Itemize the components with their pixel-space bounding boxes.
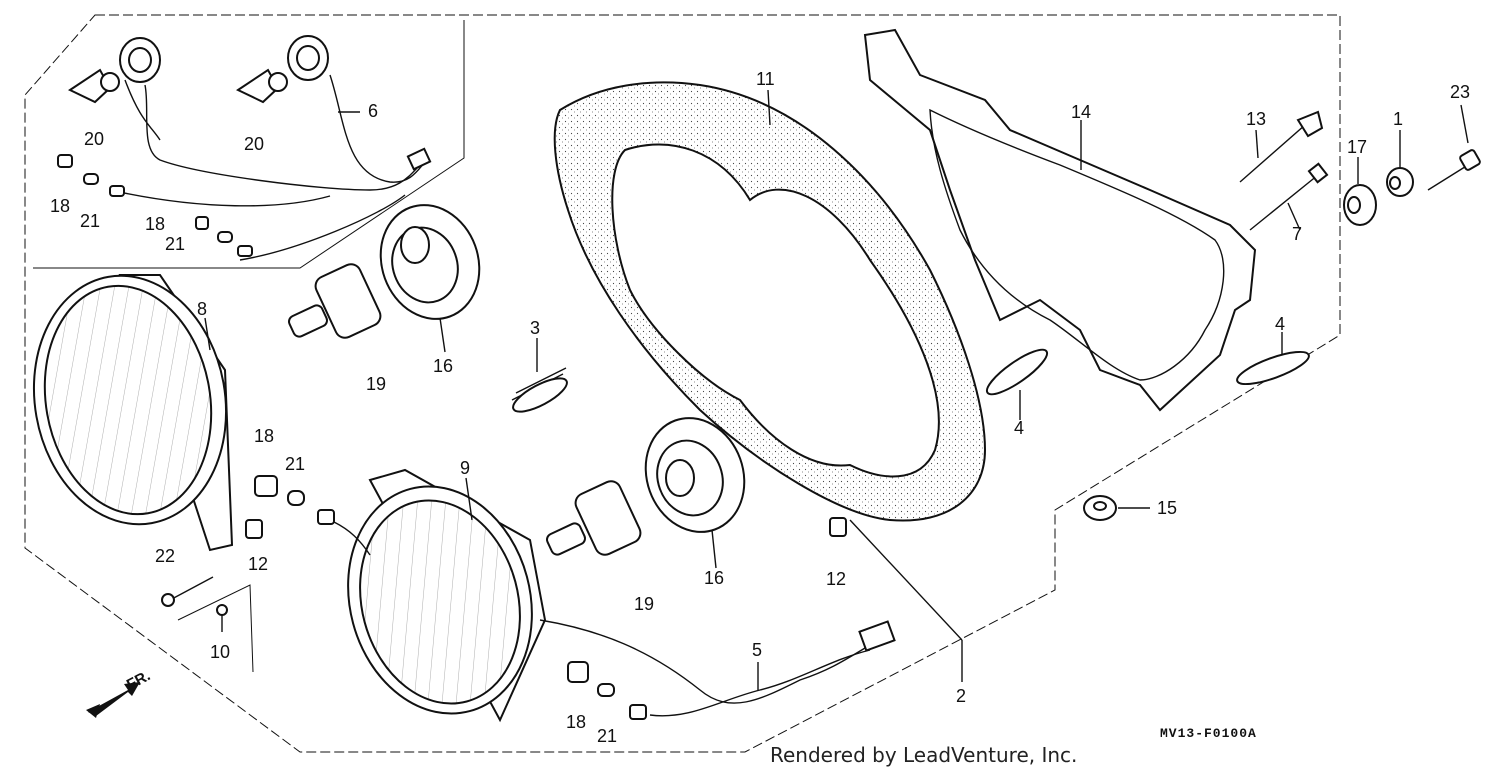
callout-4-center: 4 xyxy=(1014,418,1024,438)
callout-10: 10 xyxy=(210,642,230,662)
turn-signal-socket-left xyxy=(109,37,421,207)
adjust-screw-7 xyxy=(1249,162,1329,231)
callout-1: 1 xyxy=(1393,109,1403,129)
callout-6: 6 xyxy=(368,101,378,121)
socket-bottom xyxy=(629,704,647,720)
dust-cover-16-upper xyxy=(379,204,481,320)
callout-20-right: 20 xyxy=(244,134,264,154)
callout-16-lower: 16 xyxy=(704,568,724,588)
socket-wire-mid xyxy=(333,521,371,556)
assembly-boundary xyxy=(24,14,1341,753)
bolt-23 xyxy=(1427,149,1481,191)
wire-harness-5-b xyxy=(649,649,871,717)
headlight-bulb-19-upper xyxy=(288,263,382,339)
callout-labels: 1 2 3 4 4 5 6 7 8 9 10 11 12 12 13 14 15… xyxy=(50,69,1470,746)
callout-7: 7 xyxy=(1292,224,1302,244)
headlight-unit-9 xyxy=(347,468,547,723)
screw-10 xyxy=(216,604,228,632)
turn-signal-connector xyxy=(406,147,432,171)
bulb-21-mid xyxy=(287,490,305,506)
diagram-code: MV13-F0100A xyxy=(1160,726,1257,741)
callout-21-top-a: 21 xyxy=(80,211,100,231)
callout-21-top-b: 21 xyxy=(165,234,185,254)
grommet-18-top-b xyxy=(195,216,209,230)
clip-12-right xyxy=(829,517,847,537)
turn-signal-bulb-left xyxy=(67,68,120,104)
callout-15: 15 xyxy=(1157,498,1177,518)
callout-20-left: 20 xyxy=(84,129,104,149)
adjust-screw-13 xyxy=(1239,110,1324,183)
bulb-21-bottom xyxy=(597,683,615,697)
callout-9: 9 xyxy=(460,458,470,478)
gasket-inner-opening xyxy=(611,143,940,478)
callout-19-lower: 19 xyxy=(634,594,654,614)
callout-21-bottom: 21 xyxy=(597,726,617,746)
screw-22 xyxy=(161,576,214,607)
front-direction-arrow: FR. xyxy=(86,667,153,718)
callout-17: 17 xyxy=(1347,137,1367,157)
callout-13: 13 xyxy=(1246,109,1266,129)
headlight-bulb-19-lower xyxy=(546,480,642,556)
socket-mid xyxy=(317,509,335,525)
grommet-15 xyxy=(1083,495,1117,521)
callout-19-upper: 19 xyxy=(366,374,386,394)
callout-18-bottom: 18 xyxy=(566,712,586,732)
turn-signal-assembly xyxy=(57,35,432,261)
turn-signal-socket-right xyxy=(239,35,426,261)
callout-8: 8 xyxy=(197,299,207,319)
collar-1 xyxy=(1386,167,1414,197)
callout-22: 22 xyxy=(155,546,175,566)
socket-top-a xyxy=(109,185,125,197)
grommet-18-mid xyxy=(254,475,278,497)
spring-3 xyxy=(511,367,568,413)
grommet-18-bottom xyxy=(567,661,589,683)
callout-2: 2 xyxy=(956,686,966,706)
callout-12-right: 12 xyxy=(826,569,846,589)
headlight-unit-8 xyxy=(32,274,234,552)
turn-signal-bulb-right xyxy=(235,68,288,104)
callout-4-right: 4 xyxy=(1275,314,1285,334)
clip-12-left xyxy=(245,519,263,539)
dust-cover-16-lower xyxy=(644,417,746,533)
callout-12-left: 12 xyxy=(248,554,268,574)
grommet-18-top-a xyxy=(57,154,73,168)
bulb-21-top-a xyxy=(83,173,99,185)
grommet-17 xyxy=(1343,184,1377,226)
callout-18-top-a: 18 xyxy=(50,196,70,216)
callout-5: 5 xyxy=(752,640,762,660)
turn-signal-inset-border xyxy=(33,20,465,269)
bulb-21-top-b xyxy=(217,231,233,243)
rendered-credit: Rendered by LeadVenture, Inc. xyxy=(770,743,1077,767)
spring-4-center xyxy=(985,348,1049,396)
callout-11: 11 xyxy=(756,69,775,89)
callout-18-top-b: 18 xyxy=(145,214,165,234)
harness-connector xyxy=(858,620,896,652)
callout-18-mid: 18 xyxy=(254,426,274,446)
callout-23: 23 xyxy=(1450,82,1470,102)
screw-10-inset-border xyxy=(177,584,254,673)
callout-16-upper: 16 xyxy=(433,356,453,376)
socket-top-b xyxy=(237,245,253,257)
callout-14: 14 xyxy=(1071,102,1091,122)
spring-4-right xyxy=(1236,350,1310,386)
callout-3: 3 xyxy=(530,318,540,338)
wire-harness-5 xyxy=(539,619,871,704)
leader-lines xyxy=(204,89,1469,690)
bracket-inner-frame xyxy=(929,108,1225,381)
callout-21-mid: 21 xyxy=(285,454,305,474)
